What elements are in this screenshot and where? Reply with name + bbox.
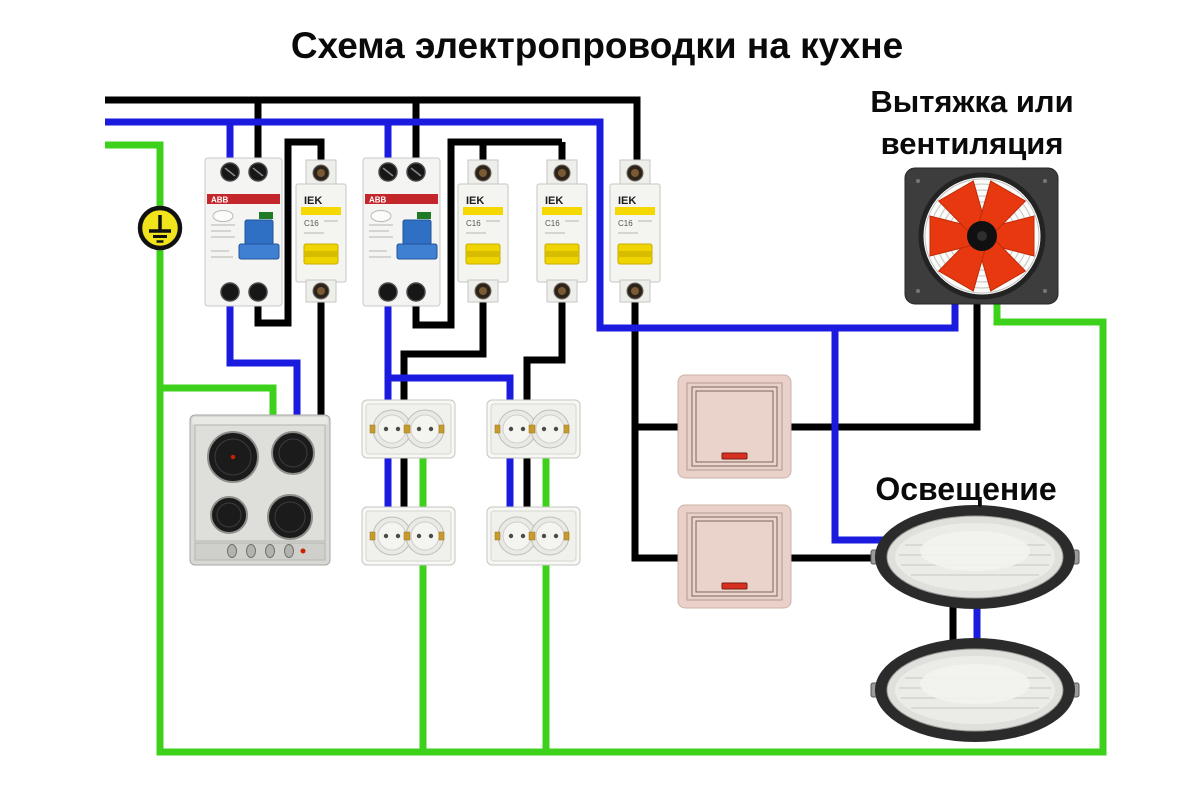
socket-1 xyxy=(361,399,456,459)
wire-rcd2-neutral-to-socket2 xyxy=(388,374,514,410)
fan-label-line2: вентиляция xyxy=(881,126,1064,161)
socket-3 xyxy=(361,506,456,566)
socket-4 xyxy=(486,506,581,566)
ground-wires xyxy=(105,141,1107,756)
rcd-abb-2: ABB xyxy=(362,157,441,307)
socket-2 xyxy=(486,399,581,459)
wire-phase-bus xyxy=(105,96,641,176)
ground-symbol-icon xyxy=(137,205,183,251)
switch-1 xyxy=(677,374,792,479)
rcd2-brand-label: ABB xyxy=(369,196,387,205)
wire-neutral-bus xyxy=(105,118,959,332)
wire-rcd1-to-breaker1 xyxy=(254,138,325,327)
breaker-iek-2: IEK C16 xyxy=(457,159,509,303)
exhaust-fan xyxy=(904,167,1059,305)
wire-rcd1-neutral-to-stove xyxy=(226,293,301,430)
breaker-iek-4: IEK C16 xyxy=(609,159,661,303)
stove xyxy=(189,414,331,566)
lamp-1 xyxy=(870,505,1080,609)
breaker3-brand-label: IEK xyxy=(545,195,563,207)
breaker-iek-3: IEK C16 xyxy=(536,159,588,303)
wire-breaker3-to-socket2 xyxy=(523,290,566,410)
breaker4-brand-label: IEK xyxy=(618,195,636,207)
breaker-iek-1: IEK C16 xyxy=(295,159,347,303)
breaker3-rating-label: C16 xyxy=(545,219,560,228)
breaker2-rating-label: C16 xyxy=(466,219,481,228)
switch-2 xyxy=(677,504,792,609)
wire-ground-main-loop xyxy=(105,141,1107,756)
fan-label-line1: Вытяжка или xyxy=(870,84,1073,119)
wire-breaker2-to-socket1 xyxy=(400,290,487,410)
neutral-wires xyxy=(105,118,981,642)
wire-breaker4-down xyxy=(631,290,679,562)
breaker1-rating-label: C16 xyxy=(304,219,319,228)
wire-switch1-to-fan xyxy=(791,304,981,431)
wire-neutral-to-lamps xyxy=(831,328,886,544)
diagram-title: Схема электропроводки на кухне xyxy=(291,25,903,66)
breaker1-brand-label: IEK xyxy=(304,195,322,207)
rcd1-brand-label: ABB xyxy=(211,196,229,205)
lighting-label: Освещение xyxy=(875,471,1056,507)
breaker4-rating-label: C16 xyxy=(618,219,633,228)
lamp-2 xyxy=(870,638,1080,742)
wire-rcd2-to-bridge xyxy=(412,138,562,329)
rcd-abb-1: ABB xyxy=(204,157,283,307)
breaker2-brand-label: IEK xyxy=(466,195,484,207)
